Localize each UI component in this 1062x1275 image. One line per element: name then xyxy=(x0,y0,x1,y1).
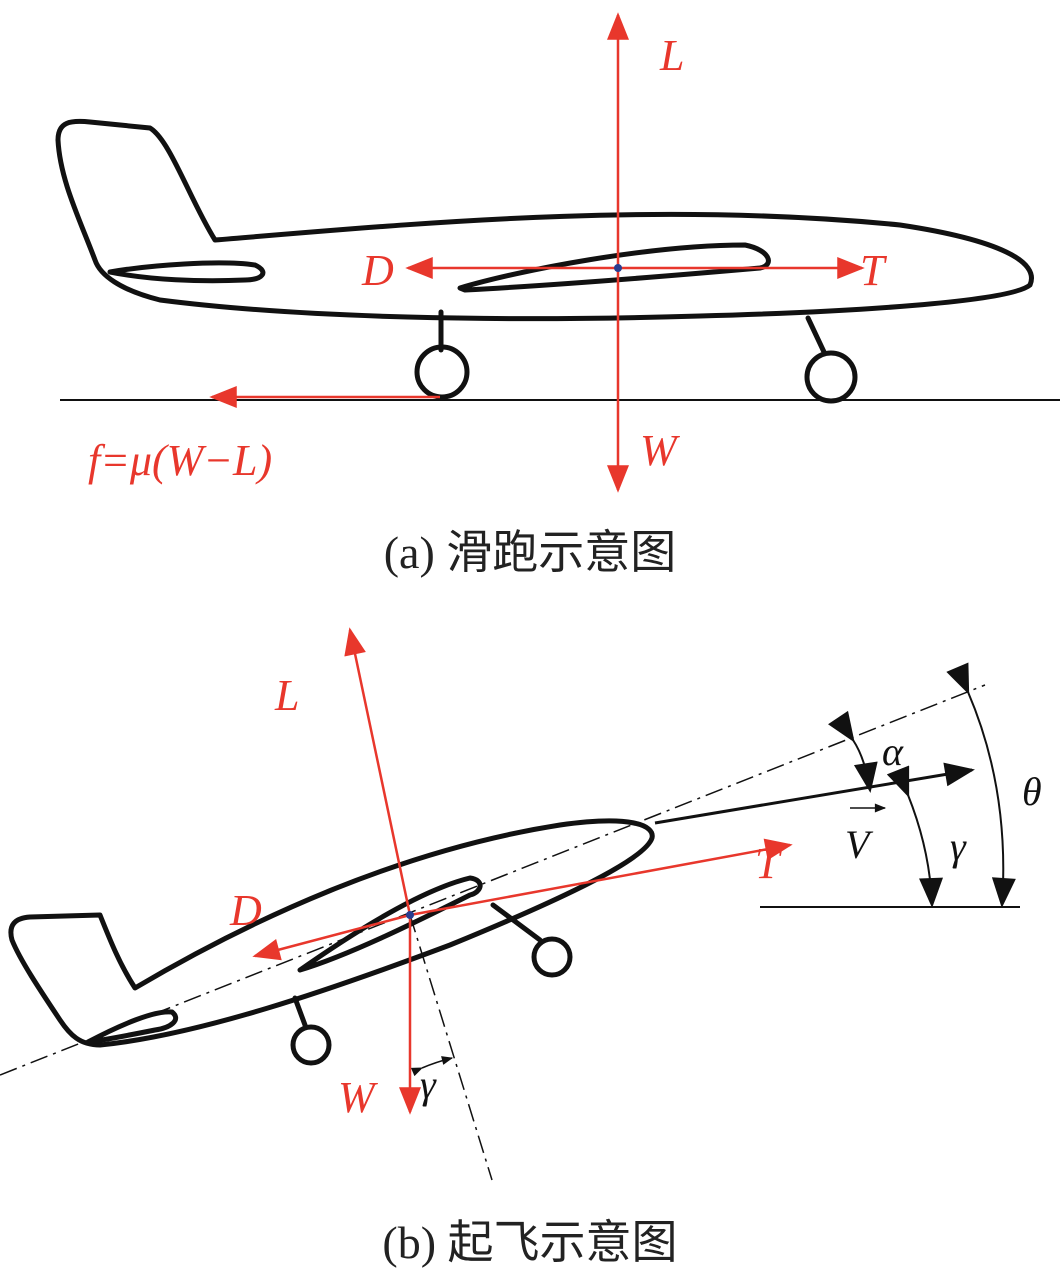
weight-label-b: W xyxy=(338,1073,378,1122)
alpha-arc xyxy=(828,710,878,793)
drag-label-b: D xyxy=(229,886,262,935)
lift-label: L xyxy=(659,31,684,80)
aircraft-fuselage-b xyxy=(8,818,655,1048)
normal-axis-line xyxy=(409,914,493,1181)
gamma-arc xyxy=(886,765,944,908)
nose-gear-strut xyxy=(805,315,827,355)
thrust-label-b: T xyxy=(755,839,783,888)
thrust-arrow-b xyxy=(409,838,793,917)
caption-b: (b) 起飞示意图 xyxy=(382,1217,677,1268)
nose-gear-strut-b xyxy=(490,902,543,943)
aircraft-wing-b xyxy=(297,875,483,973)
panel-a-ground-roll: L D T W f=μ(W−L) (a) 滑跑示意图 xyxy=(55,12,1060,578)
main-gear-strut-b xyxy=(292,995,308,1028)
center-of-gravity-b xyxy=(406,911,414,919)
aircraft-wing xyxy=(457,242,771,293)
drag-label: D xyxy=(361,246,394,295)
main-wheel xyxy=(414,344,470,400)
aircraft-tailplane-b xyxy=(85,1009,179,1045)
alpha-label: α xyxy=(882,729,904,774)
lift-arrow-b xyxy=(344,627,412,916)
aircraft-fuselage xyxy=(55,118,1034,322)
panel-b-takeoff: L D T W γ α V γ θ (b) 起飞示意图 xyxy=(0,627,1042,1268)
aircraft-tailplane xyxy=(107,260,266,284)
friction-label: f=μ(W−L) xyxy=(88,436,272,485)
lift-label-b: L xyxy=(274,671,299,720)
velocity-vector xyxy=(654,762,975,825)
weight-label: W xyxy=(640,426,680,475)
drag-arrow-b xyxy=(252,913,411,961)
caption-a: (a) 滑跑示意图 xyxy=(384,527,677,578)
center-of-gravity xyxy=(614,264,622,272)
main-wheel-b xyxy=(290,1024,332,1066)
nose-wheel-b xyxy=(531,936,573,978)
theta-arc xyxy=(946,662,1016,908)
thrust-label: T xyxy=(860,246,888,295)
nose-wheel xyxy=(804,350,858,404)
gamma-small-label: γ xyxy=(420,1062,437,1107)
gamma-arc-small xyxy=(410,1056,454,1077)
gamma-label: γ xyxy=(950,824,967,869)
velocity-label: V xyxy=(845,822,874,867)
theta-label: θ xyxy=(1022,769,1042,814)
